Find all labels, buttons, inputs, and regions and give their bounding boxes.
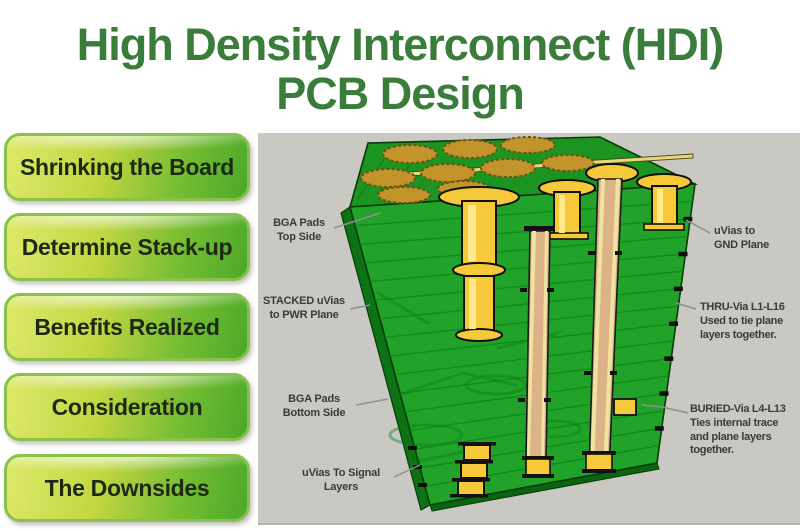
bga-pads-top (360, 136, 595, 204)
sidebar-item-consideration[interactable]: Consideration (4, 373, 250, 441)
left-edge-stubs (408, 446, 427, 487)
title-line-1: High Density Interconnect (HDI) (76, 19, 725, 70)
right-edge-stubs (654, 216, 693, 431)
sidebar-item-benefits-realized[interactable]: Benefits Realized (4, 293, 250, 361)
uvia-gnd (636, 173, 692, 231)
stacked-uvias-pwr (438, 186, 520, 342)
title-line-2: PCB Design (276, 68, 525, 119)
label-bga-pads-top: BGA Pads Top Side (273, 217, 325, 243)
inner-traces (376, 291, 582, 465)
label-buried-via: BURIED-Via L4-L13 Ties internal trace an… (690, 403, 786, 457)
label-uvias-gnd: uVias to GND Plane (714, 225, 770, 251)
sidebar-item-determine-stack-up[interactable]: Determine Stack-up (4, 213, 250, 281)
uvias-signal-stack (450, 442, 496, 498)
button-label: Consideration (51, 393, 203, 420)
sidebar-item-the-downsides[interactable]: The Downsides (4, 454, 250, 522)
sidebar-item-shrinking-the-board[interactable]: Shrinking the Board (4, 133, 250, 201)
leader-lines (333, 212, 711, 478)
label-bga-pads-bottom: BGA Pads Bottom Side (282, 393, 346, 419)
buried-via (518, 226, 554, 478)
button-label: The Downsides (44, 474, 210, 501)
button-label: Shrinking the Board (19, 153, 235, 180)
buried-via-pad (613, 398, 637, 416)
label-uvias-signal: uVias To Signal Layers (302, 467, 380, 493)
diagram-panel: BGA Pads Top Side STACKED uVias to PWR P… (258, 133, 800, 525)
button-label: Determine Stack-up (21, 233, 233, 260)
uvia-mid (538, 179, 596, 240)
label-stacked-uvias: STACKED uVias to PWR Plane (263, 295, 345, 321)
button-label: Benefits Realized (34, 313, 220, 340)
page-title: High Density Interconnect (HDI) PCB Desi… (0, 20, 800, 118)
pcb-3d-illustration (333, 136, 711, 512)
thru-via (582, 163, 639, 473)
label-thru-via: THRU-Via L1-L16 Used to tie plane layers… (700, 301, 785, 341)
